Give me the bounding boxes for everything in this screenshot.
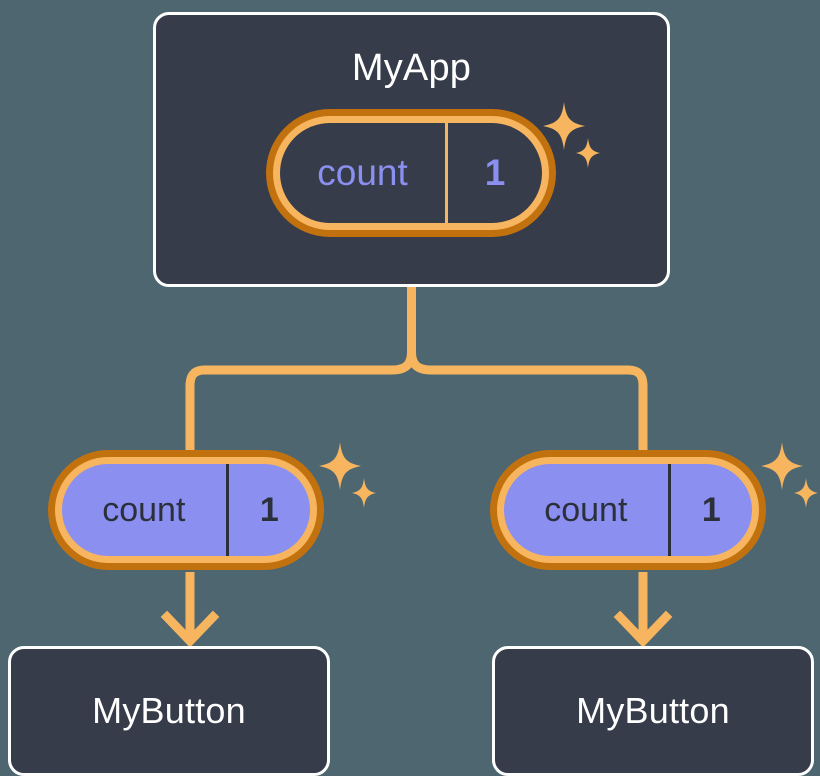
state-key-label: count (280, 123, 449, 223)
state-key-label: count (62, 464, 229, 556)
pill-body: count 1 (280, 123, 542, 223)
state-value-label: 1 (259, 490, 279, 529)
arrow-head-right (613, 610, 673, 648)
state-pill-myapp[interactable]: count 1 (266, 109, 556, 237)
page-title: MyApp (351, 47, 472, 89)
node-card-mybutton-left[interactable]: MyButton (8, 646, 330, 776)
pill-inner-ring: count 1 (497, 457, 759, 563)
state-pill-right[interactable]: count 1 (490, 450, 766, 570)
pill-inner-ring: count 1 (55, 457, 317, 563)
state-value-label: 1 (484, 152, 506, 193)
state-value-label: 1 (701, 490, 721, 529)
pill-body: count 1 (62, 464, 310, 556)
arrow-head-left (160, 610, 220, 648)
state-pill-left[interactable]: count 1 (48, 450, 324, 570)
pill-inner-ring: count 1 (273, 116, 549, 230)
node-label: MyButton (576, 690, 730, 731)
state-key-label: count (504, 464, 671, 556)
node-card-mybutton-right[interactable]: MyButton (492, 646, 814, 776)
pill-body: count 1 (504, 464, 752, 556)
connector-branch-right (407, 351, 648, 470)
node-label: MyButton (92, 690, 246, 731)
